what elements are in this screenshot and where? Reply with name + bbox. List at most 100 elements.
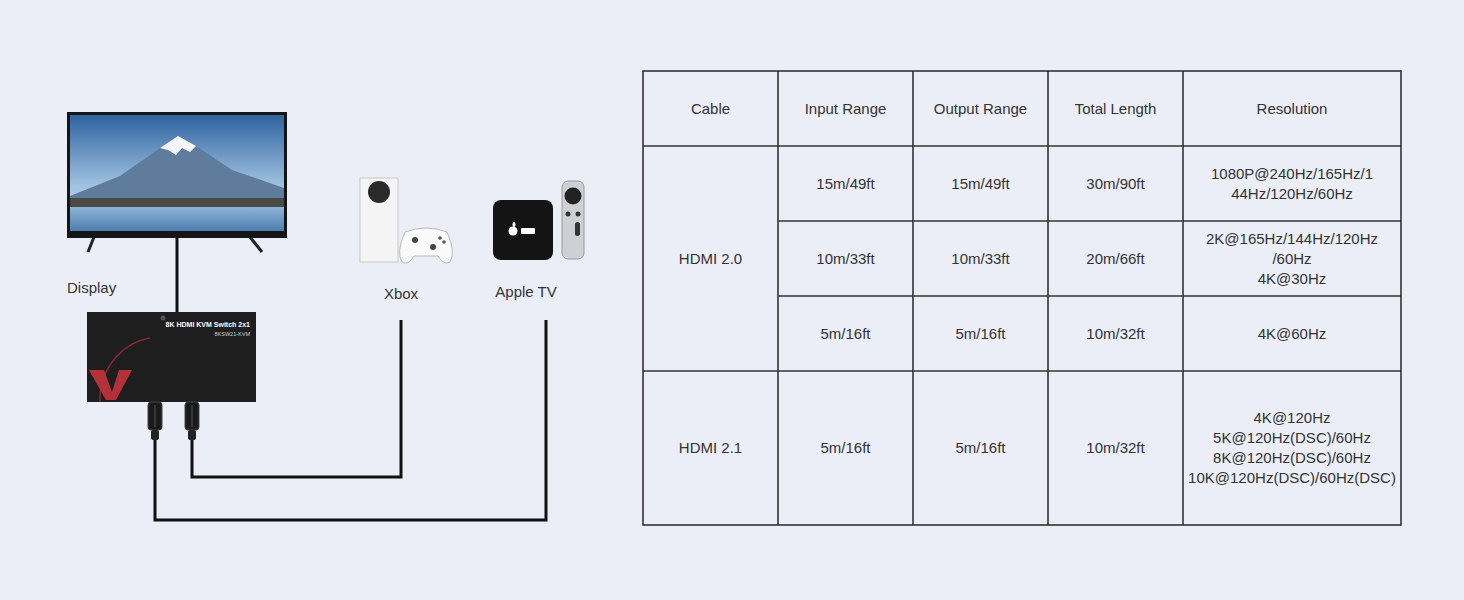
apple-leaf xyxy=(513,222,516,227)
plug-strain-relief xyxy=(151,430,159,440)
node-label: Xbox xyxy=(351,285,451,302)
plug-body xyxy=(185,402,199,430)
table-rule xyxy=(912,71,914,525)
table-rule xyxy=(778,295,1401,297)
table-cell: 5m/16ft xyxy=(778,296,913,371)
plug-highlight xyxy=(192,405,193,427)
table-cell: Output Range xyxy=(913,71,1048,146)
table-cell-text: HDMI 2.1 xyxy=(679,438,742,458)
tv-leg xyxy=(88,237,94,252)
table-cell-text: Output Range xyxy=(934,99,1027,119)
tv-illustration xyxy=(67,112,287,252)
table-rule xyxy=(1047,71,1049,525)
table-cell: 4K@120Hz5K@120Hz(DSC)/60Hz8K@120Hz(DSC)/… xyxy=(1183,371,1401,525)
tree-line xyxy=(70,198,284,207)
table-rule xyxy=(643,370,1401,372)
lake xyxy=(70,207,284,231)
table-cell-text: 2K@165Hz/144Hz/120Hz /60Hz xyxy=(1202,229,1382,269)
table-cell: 10m/32ft xyxy=(1048,371,1183,525)
controller-button xyxy=(442,240,446,244)
table-cell-text: 1080P@240Hz/165Hz/1 44Hz/120Hz/60Hz xyxy=(1208,164,1376,204)
table-cell-text: 15m/49ft xyxy=(951,174,1009,194)
tv-mark xyxy=(521,228,535,234)
remote-button xyxy=(566,212,571,217)
plug-body xyxy=(148,402,162,430)
table-cell: 2K@165Hz/144Hz/120Hz /60Hz4K@30Hz xyxy=(1183,221,1401,296)
kvm-switch-illustration xyxy=(87,312,256,402)
table-cell: 5m/16ft xyxy=(778,371,913,525)
hdmi-cable xyxy=(155,320,546,520)
hdmi-plug xyxy=(185,402,199,440)
table-cell-text: 8K@120Hz(DSC)/60Hz xyxy=(1213,448,1371,468)
table-grid xyxy=(643,71,1401,525)
table-cell-text: HDMI 2.0 xyxy=(679,249,742,269)
table-cell-text: 5m/16ft xyxy=(955,438,1005,458)
table-rule xyxy=(778,220,1401,222)
table-border xyxy=(643,71,1401,525)
plug-strain-relief xyxy=(188,430,196,440)
switch-logo xyxy=(89,370,132,400)
table-cell-text: Resolution xyxy=(1257,99,1328,119)
table-cell-text: Total Length xyxy=(1075,99,1157,119)
apple-tv-box xyxy=(493,200,553,260)
apple-tv-node: Apple TV xyxy=(491,175,601,320)
table-cell: HDMI 2.1 xyxy=(643,371,778,525)
xbox-illustration xyxy=(360,178,452,263)
table-cell-text: 30m/90ft xyxy=(1086,174,1144,194)
table-cell: 4K@60Hz xyxy=(1183,296,1401,371)
table-cell-text: Input Range xyxy=(805,99,887,119)
tv-leg xyxy=(250,237,262,252)
kvm-switch-node: 8K HDMI KVM Switch 2x1 8KSW21-KVM xyxy=(87,312,256,402)
table-rule xyxy=(1182,71,1184,525)
table-cell-text: 10K@120Hz(DSC)/60Hz(DSC) xyxy=(1188,468,1396,488)
table-cell: Cable xyxy=(643,71,778,146)
node-label: Display xyxy=(67,279,187,296)
remote-pad xyxy=(565,188,582,205)
table-cell: Resolution xyxy=(1183,71,1401,146)
xbox-node: Xbox xyxy=(351,175,451,320)
table-cell-text: 10m/33ft xyxy=(816,249,874,269)
table-cell-text: 4K@60Hz xyxy=(1258,324,1327,344)
table-cell: 10m/33ft xyxy=(913,221,1048,296)
table-cell-text: 5m/16ft xyxy=(820,324,870,344)
table-cell-text: 5m/16ft xyxy=(820,438,870,458)
display-node: Display xyxy=(67,112,287,238)
table-cell-text: Cable xyxy=(691,99,730,119)
table-cell: 1080P@240Hz/165Hz/1 44Hz/120Hz/60Hz xyxy=(1183,146,1401,221)
table-cell-text: 4K@30Hz xyxy=(1258,269,1327,289)
table-cell-text: 4K@120Hz xyxy=(1254,408,1331,428)
table-cell: 20m/66ft xyxy=(1048,221,1183,296)
node-sublabel: 8KSW21-KVM xyxy=(149,331,250,337)
table-cell: HDMI 2.0 xyxy=(643,146,778,371)
table-cell-text: 5m/16ft xyxy=(955,324,1005,344)
tv-frame xyxy=(67,112,287,238)
table-cell: Total Length xyxy=(1048,71,1183,146)
node-label: Apple TV xyxy=(491,283,561,300)
table-cell: 30m/90ft xyxy=(1048,146,1183,221)
table-cell: Input Range xyxy=(778,71,913,146)
apple-tv-illustration xyxy=(493,181,584,260)
remote-volume xyxy=(575,222,580,236)
switch-body xyxy=(87,312,256,402)
node-label: 8K HDMI KVM Switch 2x1 xyxy=(149,321,250,329)
plug-highlight xyxy=(155,405,156,427)
table-rule xyxy=(777,71,779,525)
table-rule xyxy=(643,145,1401,147)
controller-stick xyxy=(412,237,418,243)
remote xyxy=(562,181,584,259)
hdmi-cable xyxy=(176,238,179,312)
apple-logo xyxy=(509,227,518,236)
table-cell: 10m/33ft xyxy=(778,221,913,296)
remote-button xyxy=(576,212,581,217)
controller-stick xyxy=(430,244,436,250)
switch-button xyxy=(161,316,166,321)
table-cell: 15m/49ft xyxy=(913,146,1048,221)
table-cell: 5m/16ft xyxy=(913,296,1048,371)
mountain xyxy=(70,136,284,204)
controller-button xyxy=(438,236,442,240)
